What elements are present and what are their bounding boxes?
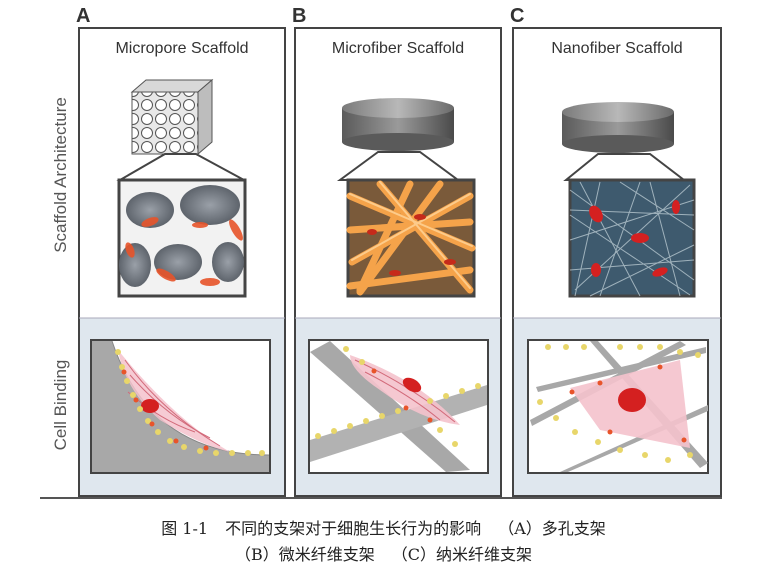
panel-b: B Microfiber Scaffold — [292, 5, 502, 497]
nanofiber-zoom — [568, 178, 696, 298]
foam-cube — [130, 78, 214, 156]
cell-binding-b — [308, 339, 489, 474]
row-label-architecture: Scaffold Architecture — [51, 97, 70, 253]
panel-c: C Nanofiber Scaffold — [510, 5, 722, 497]
panel-b-title: Microfiber Scaffold — [332, 40, 464, 57]
cylinder-b — [342, 98, 454, 151]
microfiber-zoom — [346, 178, 476, 298]
cylinder-c — [562, 102, 674, 153]
cell-binding-a — [90, 339, 271, 474]
panel-b-letter: B — [292, 5, 306, 27]
caption-b: （B）微米纤维支架 — [234, 545, 375, 564]
caption-prefix: 图 1-1 — [161, 519, 209, 538]
panel-c-letter: C — [510, 5, 524, 27]
scaffold-figure: Scaffold Architecture Cell Binding A Mic… — [40, 5, 722, 499]
caption-line-2: （B）微米纤维支架 （C）纳米纤维支架 — [0, 541, 767, 565]
panel-a-letter: A — [76, 5, 90, 27]
panel-a-title: Micropore Scaffold — [115, 40, 248, 57]
panel-a: A Micropore Scaffold — [76, 5, 286, 497]
caption-text: 不同的支架对于细胞生长行为的影响 — [225, 519, 482, 538]
cell-binding-c — [527, 339, 709, 474]
caption-a: （A）多孔支架 — [498, 519, 606, 538]
caption-c: （C）纳米纤维支架 — [391, 545, 533, 564]
micropore-zoom — [117, 178, 247, 298]
panel-c-title: Nanofiber Scaffold — [551, 40, 682, 57]
row-label-binding: Cell Binding — [51, 360, 70, 451]
caption-line-1: 图 1-1 不同的支架对于细胞生长行为的影响 （A）多孔支架 — [0, 515, 767, 539]
